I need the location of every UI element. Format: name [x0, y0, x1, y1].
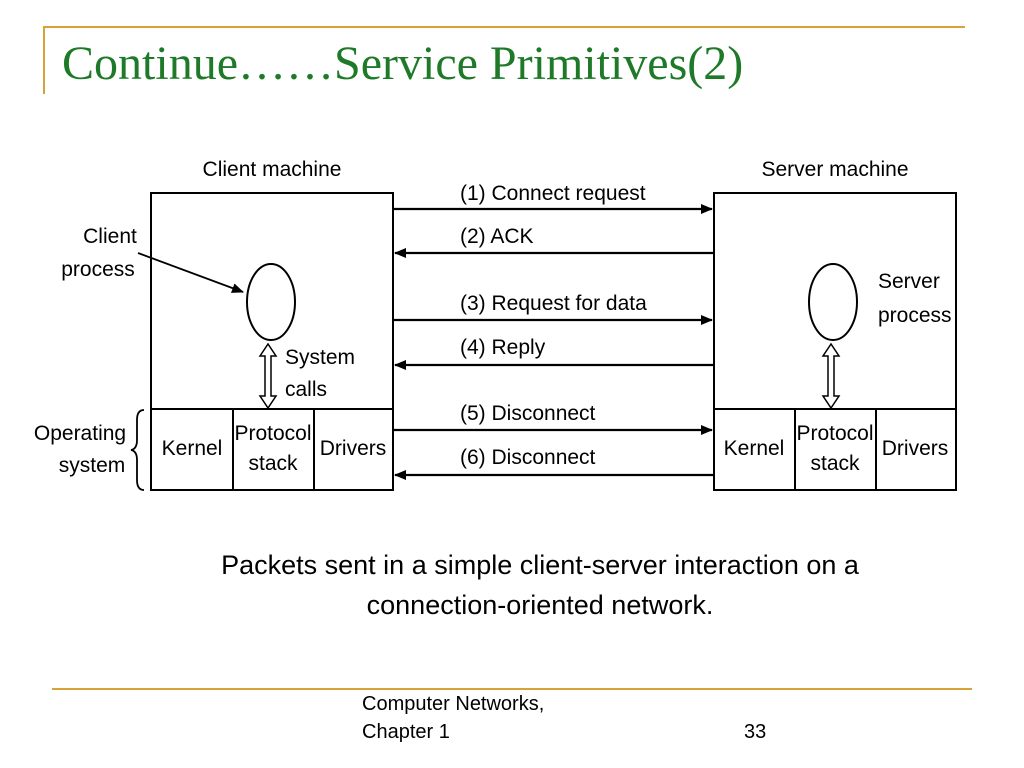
server-process-circle: [808, 263, 858, 341]
message-label: (2) ACK: [460, 225, 534, 248]
client-process-pointer-arrow: [137, 252, 244, 293]
message-1: (1) Connect request: [393, 182, 713, 214]
diagram-caption: Packets sent in a simple client-server i…: [120, 545, 960, 625]
message-2: (2) ACK: [394, 225, 714, 258]
message-6: (6) Disconnect: [394, 446, 714, 480]
message-4: (4) Reply: [394, 336, 714, 370]
client-system-calls-arrow: [258, 342, 278, 410]
message-5: (5) Disconnect: [393, 402, 713, 435]
client-process-label-2: process: [61, 258, 135, 281]
footer-source-line-1: Computer Networks,: [362, 693, 545, 715]
message-label: (3) Request for data: [460, 292, 647, 315]
os-label-1: Operating: [34, 422, 126, 445]
message-3: (3) Request for data: [393, 292, 713, 325]
server-machine-box: [713, 192, 957, 491]
message-label: (4) Reply: [460, 336, 546, 359]
client-protocol-label-2: stack: [248, 452, 298, 475]
os-brace: [130, 409, 145, 491]
message-label: (6) Disconnect: [460, 446, 596, 469]
server-process-label-2: process: [878, 304, 952, 327]
client-process-circle: [246, 263, 296, 341]
client-process-label-1: Client: [83, 225, 137, 248]
title-frame-left: [43, 26, 45, 94]
system-calls-label-2: calls: [285, 378, 327, 401]
server-protocol-label-2: stack: [810, 452, 860, 475]
server-kernel-label: Kernel: [724, 437, 785, 460]
client-machine-label: Client machine: [203, 158, 342, 181]
slide-title: Continue……Service Primitives(2): [62, 37, 744, 90]
server-protocol-label-1: Protocol: [796, 422, 873, 445]
caption-line-1: Packets sent in a simple client-server i…: [221, 550, 859, 580]
message-label: (5) Disconnect: [460, 402, 596, 425]
message-label: (1) Connect request: [460, 182, 646, 205]
client-kernel-label: Kernel: [162, 437, 223, 460]
client-protocol-label-1: Protocol: [234, 422, 311, 445]
footer-source-line-2: Chapter 1: [362, 721, 450, 743]
page-number: 33: [744, 721, 767, 743]
system-calls-label-1: System: [285, 346, 355, 369]
footer-rule: [52, 688, 972, 690]
client-machine-box: [150, 192, 394, 491]
title-frame-top: [43, 26, 965, 28]
client-drivers-label: Drivers: [320, 437, 387, 460]
server-system-calls-arrow: [821, 342, 841, 410]
server-process-label-1: Server: [878, 270, 940, 293]
server-machine-label: Server machine: [761, 158, 908, 181]
server-drivers-label: Drivers: [882, 437, 949, 460]
caption-line-2: connection-oriented network.: [366, 590, 714, 620]
os-label-2: system: [59, 454, 126, 477]
footer-source: Computer Networks, Chapter 1: [362, 690, 544, 746]
